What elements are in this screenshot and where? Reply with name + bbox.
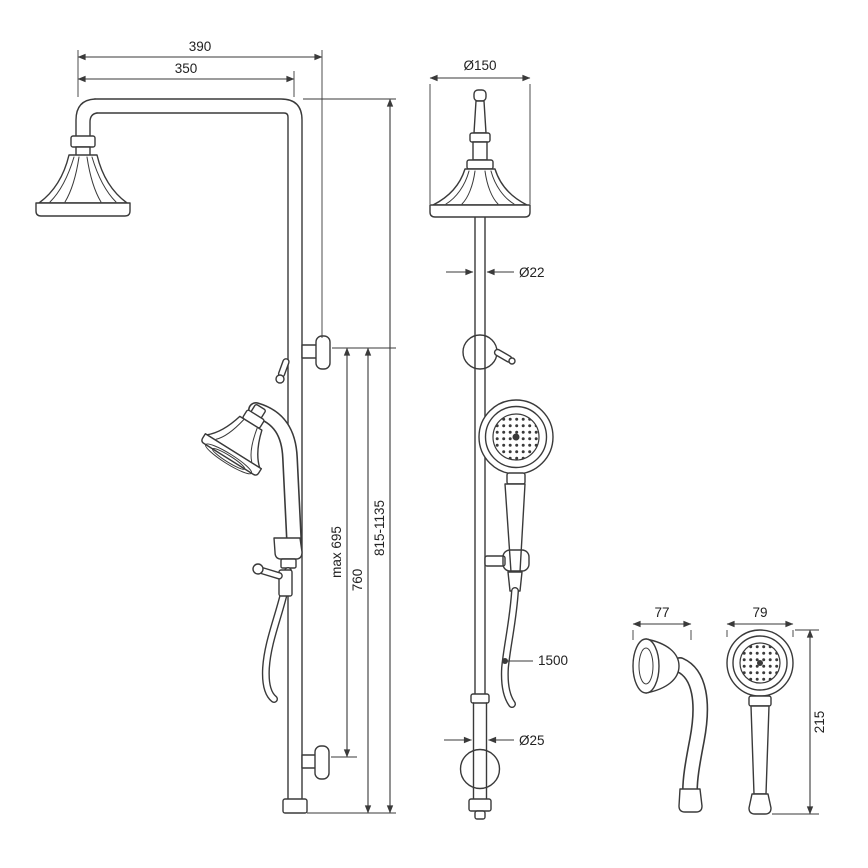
head-collar-front-1 <box>469 132 491 143</box>
bottom-bracket-flange <box>314 745 330 780</box>
head-bell-ribs <box>49 156 117 203</box>
mount-lever-knob <box>508 357 516 365</box>
arm-elbow-outer <box>75 98 96 137</box>
dim-760-label: 760 <box>350 569 365 592</box>
dim-1500-label: 1500 <box>538 653 568 668</box>
diverter-lever-knob <box>252 563 264 575</box>
hs-side-handle-end <box>678 788 703 813</box>
bottom-flange-escutcheon <box>459 748 501 790</box>
handshower-front-collar <box>506 472 526 485</box>
handshower-face-outer <box>205 443 253 475</box>
dim-77-label: 77 <box>654 605 669 620</box>
handshower-rib <box>215 419 245 440</box>
hose-front-inner <box>502 588 518 707</box>
head-neck-front <box>473 100 487 134</box>
dim-815-1135-label: 815-1135 <box>372 500 387 556</box>
arm-elbow-inner <box>89 112 98 137</box>
head-top-knob <box>473 89 487 102</box>
hose-connector <box>280 558 297 569</box>
hose-connector-front <box>507 571 523 592</box>
dim-d22-label: Ø22 <box>519 265 545 280</box>
handshower-side-figure: 77 <box>632 605 709 813</box>
hs-front-neck <box>748 695 772 707</box>
head-collar-front-2 <box>466 159 494 170</box>
handshower-front-inner-ring <box>484 405 548 469</box>
hs-side-face-outer <box>632 638 660 694</box>
hs-front-inner-ring <box>732 635 788 691</box>
dim-d150-label: Ø150 <box>463 58 496 73</box>
head-bell-front-ribs <box>445 170 515 205</box>
slider-bracket-arm <box>484 555 506 567</box>
inlet-nut <box>468 798 492 812</box>
head-collar <box>70 135 96 148</box>
hs-side-handle-inner <box>673 658 707 798</box>
handshower-bell-group <box>201 404 266 476</box>
head-bell <box>38 154 128 204</box>
handshower-front-figure: 79 215 <box>726 605 827 815</box>
dim-390-label: 390 <box>189 39 212 54</box>
hs-front-handle <box>750 705 770 795</box>
inlet-cap <box>282 798 308 814</box>
handshower-front-handle <box>504 483 526 573</box>
hose-side-inner <box>263 568 291 702</box>
hs-front-handle-end <box>748 793 772 815</box>
top-bracket-flange <box>315 335 331 370</box>
handshower-rib <box>250 427 258 463</box>
top-mount-escutcheon <box>462 334 498 370</box>
dim-350-label: 350 <box>175 61 198 76</box>
head-rim-front <box>429 204 531 218</box>
dim-79-label: 79 <box>752 605 767 620</box>
riser-arm-outline-inner <box>96 112 289 800</box>
head-rim <box>35 202 131 217</box>
side-view: 390 350 max 695 760 815-1135 <box>35 39 396 814</box>
dim-max695-label: max 695 <box>329 526 344 578</box>
handshower-front-center-nozzle <box>512 433 520 441</box>
dim-d25-label: Ø25 <box>519 733 545 748</box>
dim-215-label: 215 <box>812 711 827 734</box>
slider-clamp <box>502 549 530 572</box>
handshower-face-inner <box>211 447 246 470</box>
riser-arm-outline-outer <box>94 98 303 800</box>
handle-end-cone <box>273 537 303 560</box>
head-bell-front <box>432 168 528 206</box>
top-diverter-knob <box>275 374 285 384</box>
hs-side-face-inner <box>638 647 654 685</box>
inlet-tail <box>474 810 486 820</box>
hs-front-center-nozzle <box>757 660 763 666</box>
front-view: 1500 Ø150 Ø22 Ø25 <box>429 58 568 820</box>
pipe-joint-collar <box>470 693 490 704</box>
head-stem-front <box>472 141 488 161</box>
